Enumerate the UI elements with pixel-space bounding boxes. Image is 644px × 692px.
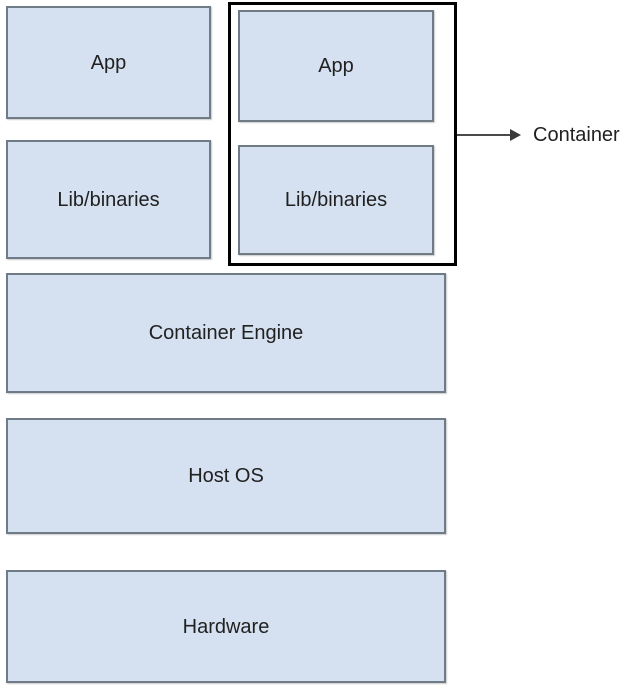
container-outline: App Lib/binaries	[228, 2, 457, 266]
box-lib-binaries-host: Lib/binaries	[6, 140, 211, 259]
box-host-os: Host OS	[6, 418, 446, 534]
box-hardware: Hardware	[6, 570, 446, 683]
box-container-engine: Container Engine	[6, 273, 446, 393]
container-arrow-line	[457, 134, 511, 136]
box-app-container: App	[238, 10, 434, 122]
container-annotation-label: Container	[533, 123, 620, 146]
box-lib-binaries-container: Lib/binaries	[238, 145, 434, 255]
container-arrow-head-icon	[510, 129, 521, 141]
box-app-host: App	[6, 6, 211, 119]
